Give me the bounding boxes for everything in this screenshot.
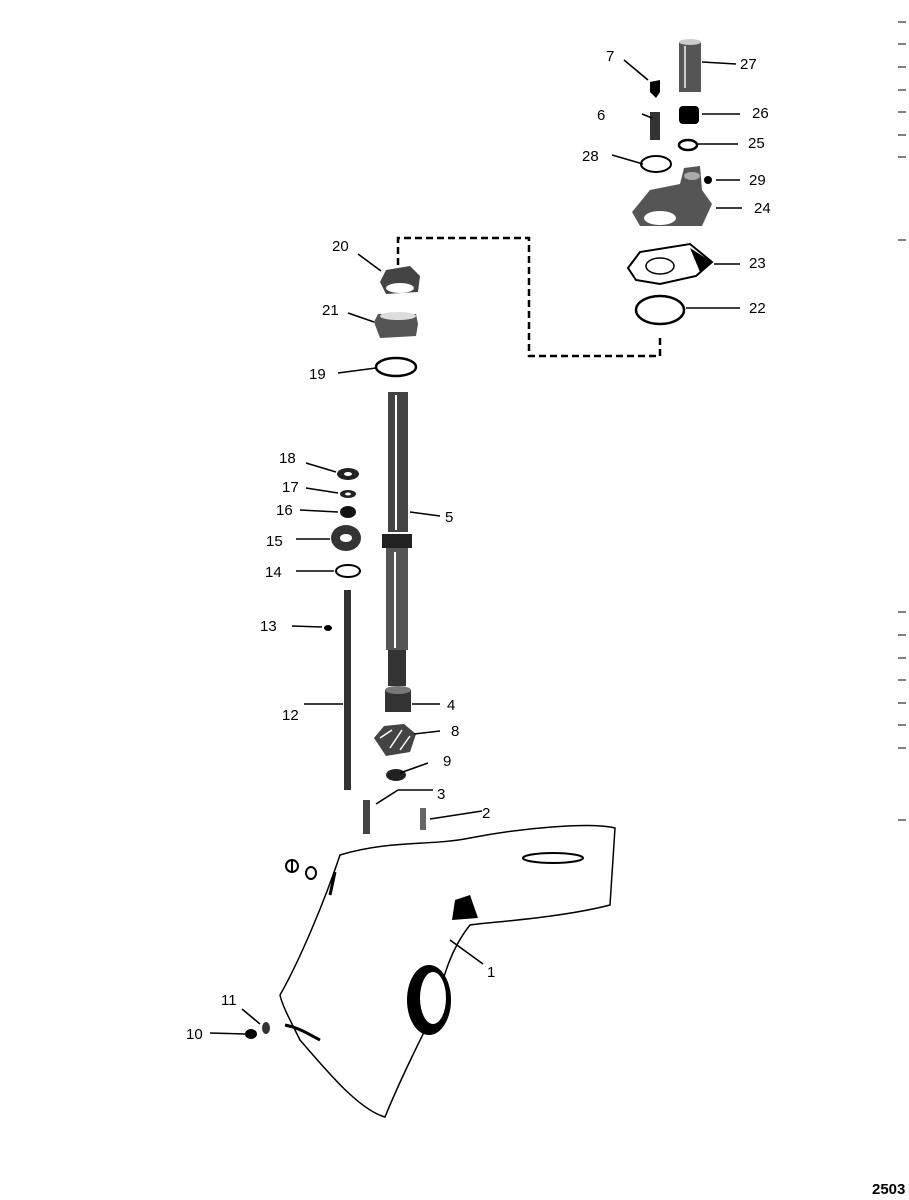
callout-7: 7 (606, 48, 614, 65)
callout-20: 20 (332, 238, 349, 255)
callout-28: 28 (582, 148, 599, 165)
callout-2: 2 (482, 805, 490, 822)
callout-23: 23 (749, 255, 766, 272)
figure-number: 2503 (872, 1181, 905, 1198)
callout-14: 14 (265, 564, 282, 581)
callout-15: 15 (266, 533, 283, 550)
callout-25: 25 (748, 135, 765, 152)
upper-gear-parts (374, 266, 420, 378)
callout-12: 12 (282, 707, 299, 724)
callout-11: 11 (221, 992, 237, 1009)
callout-4: 4 (447, 697, 455, 714)
callout-3: 3 (437, 786, 445, 803)
water-pump-parts (626, 39, 714, 326)
callout-9: 9 (443, 753, 451, 770)
callout-18: 18 (279, 450, 296, 467)
small-parts (245, 468, 426, 1039)
drive-shaft (382, 392, 412, 686)
callout-22: 22 (749, 300, 766, 317)
shift-shaft (344, 590, 351, 790)
callout-6: 6 (597, 107, 605, 124)
callout-24: 24 (754, 200, 771, 217)
callout-5: 5 (445, 509, 453, 526)
callout-21: 21 (322, 302, 339, 319)
callout-8: 8 (451, 723, 459, 740)
callout-10: 10 (186, 1026, 203, 1043)
gear-housing (279, 824, 616, 1118)
callout-27: 27 (740, 56, 757, 73)
callout-29: 29 (749, 172, 766, 189)
assembly-dashed-line (396, 236, 662, 358)
callout-13: 13 (260, 618, 277, 635)
leader-lines (209, 59, 742, 1035)
callout-26: 26 (752, 105, 769, 122)
callout-17: 17 (282, 479, 299, 496)
callout-16: 16 (276, 502, 293, 519)
callout-1: 1 (487, 964, 495, 981)
callout-labels: 1 2 3 4 5 6 7 8 9 10 11 12 13 14 15 16 1… (186, 48, 771, 1043)
edge-marks (898, 21, 906, 821)
callout-19: 19 (309, 366, 326, 383)
